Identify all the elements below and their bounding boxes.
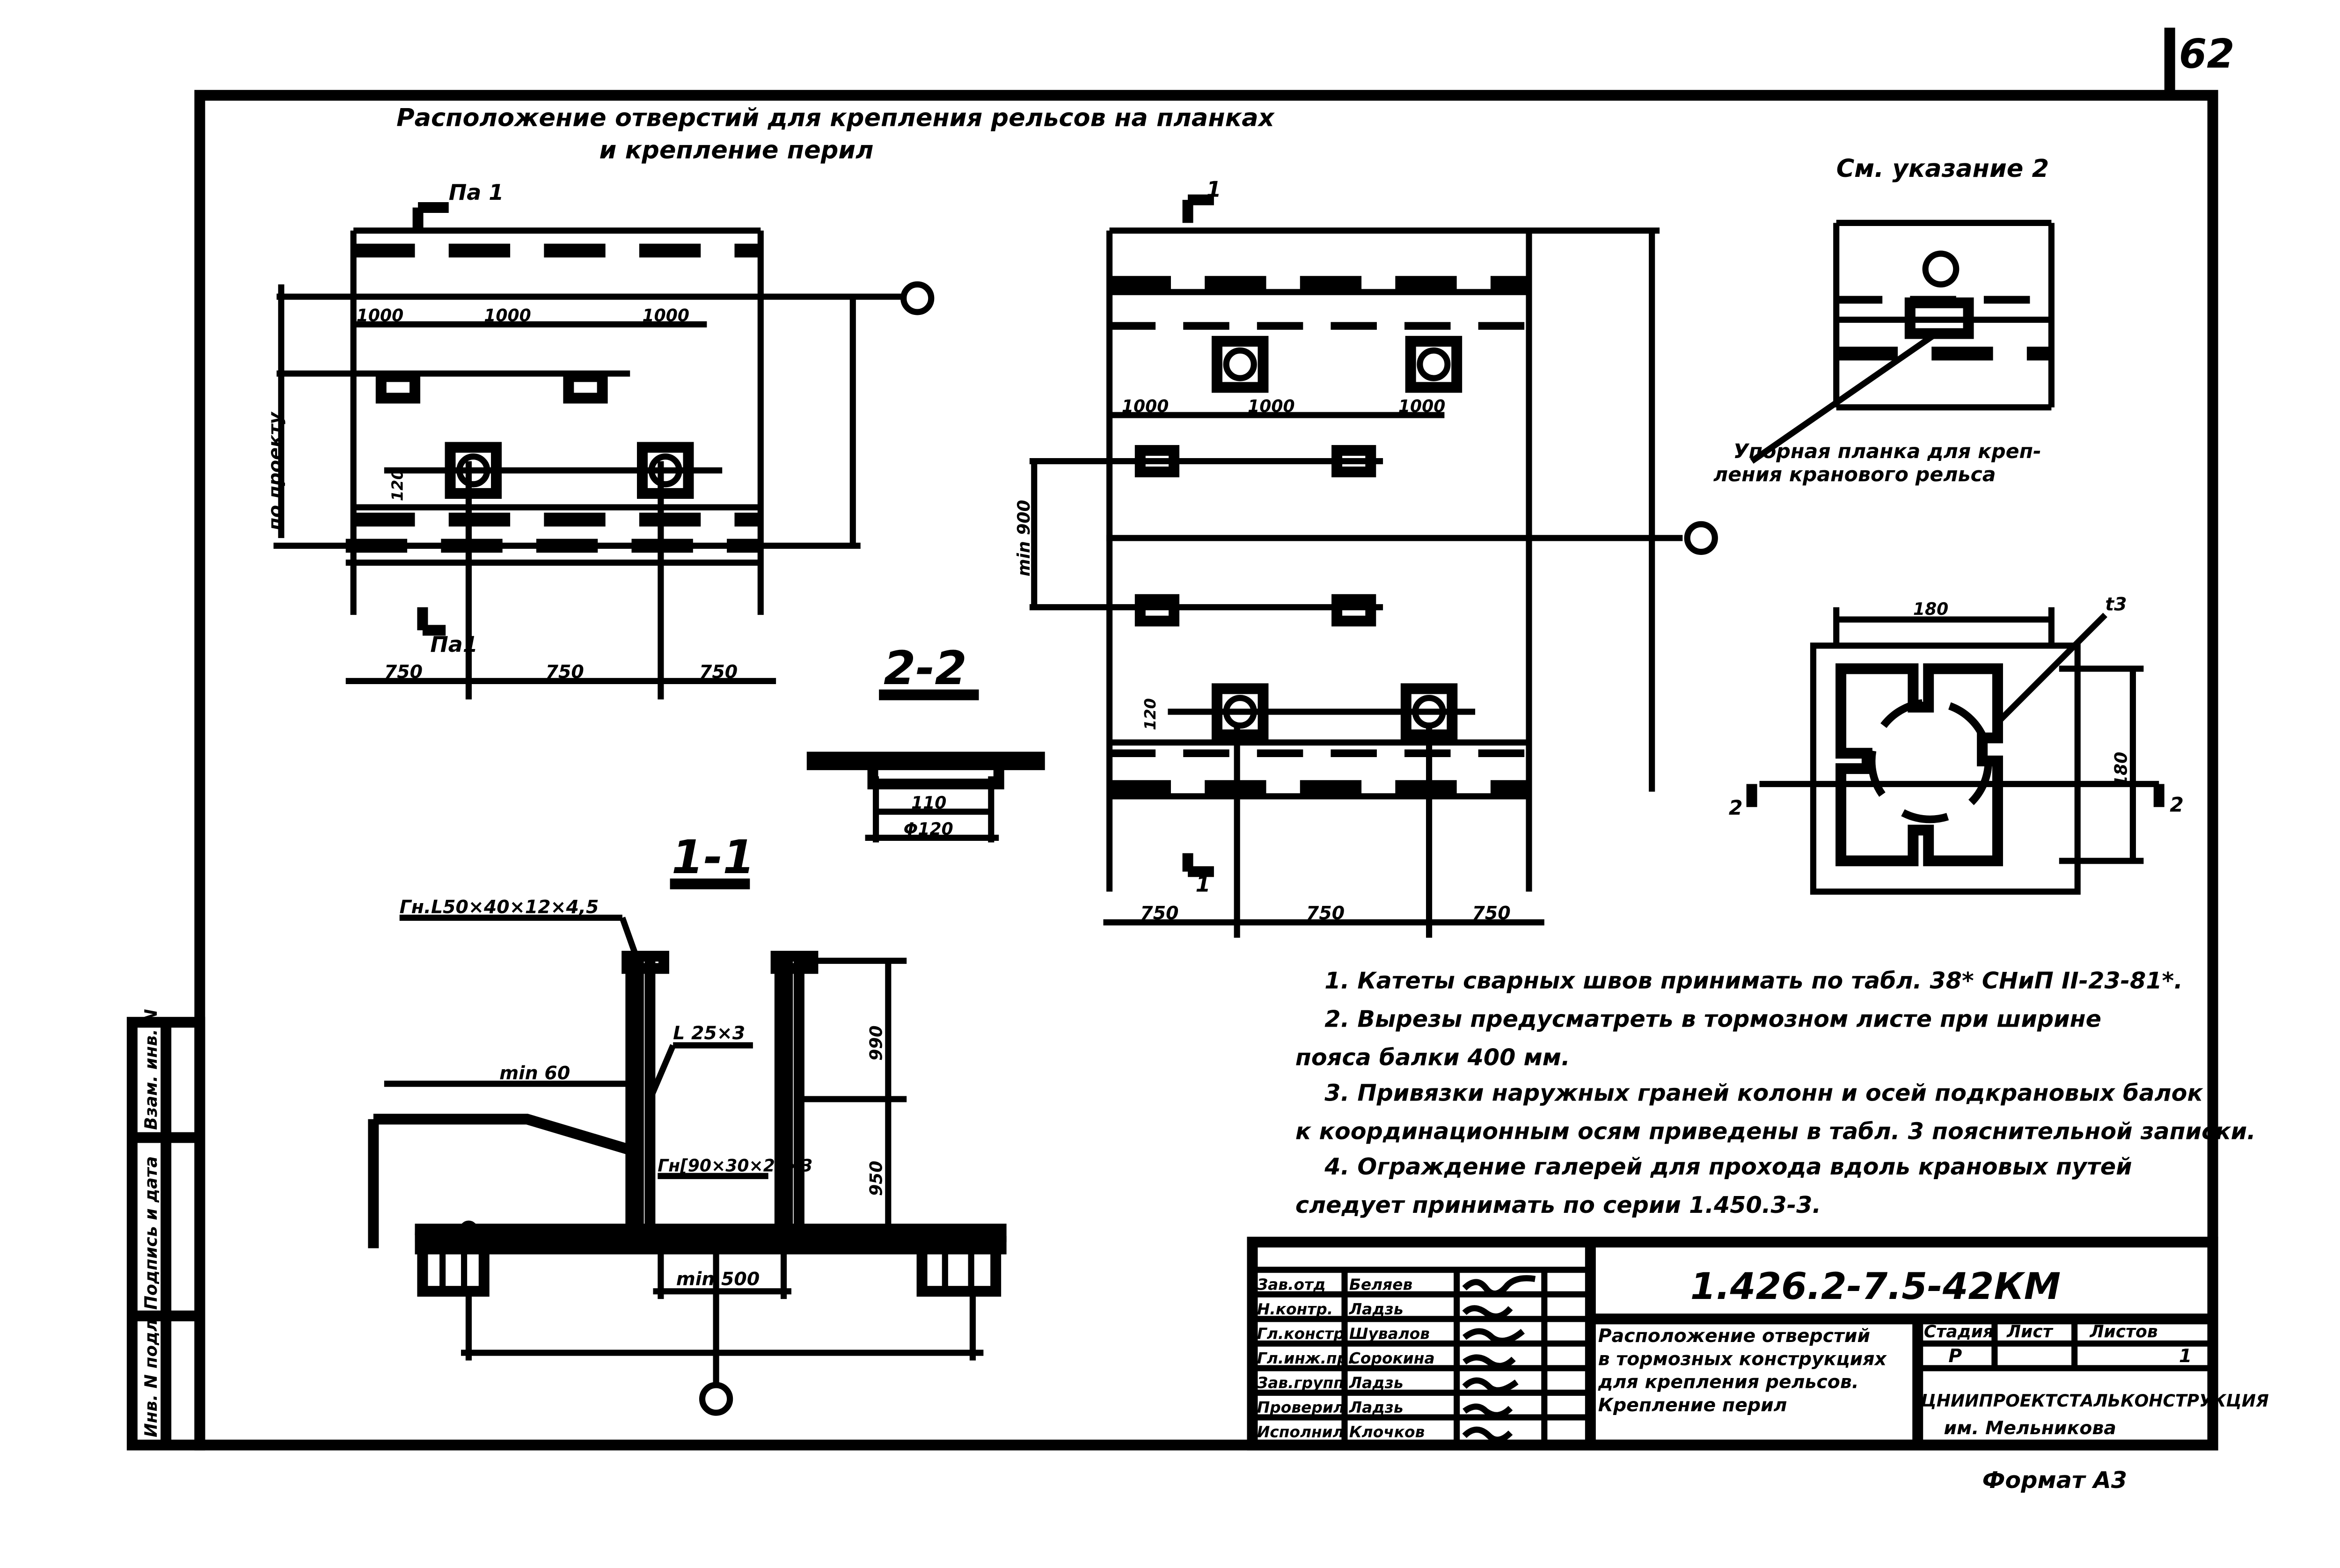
org-subname: им. Мельникова: [1944, 1417, 2116, 1439]
signatures: [1462, 1275, 1536, 1443]
stage-value: Р: [1948, 1345, 1962, 1367]
label-angle-l25: L 25×3: [673, 1022, 745, 1044]
axis-bubble: [900, 281, 935, 315]
role-4: Зав.групп: [1257, 1374, 1344, 1392]
view-title-line2: и крепление перил: [600, 136, 874, 164]
name-6: Клочков: [1349, 1423, 1425, 1441]
rail-clip: [1134, 594, 1180, 627]
detail-rail-stop: См. указание 2 Упорная планка для креп- …: [1713, 154, 2055, 486]
dim-1000-e: 1000: [1248, 396, 1294, 416]
hole-plate: [1211, 335, 1269, 393]
axis-bubble: [1684, 521, 1718, 555]
section-mark-2-left: 2: [1729, 796, 1743, 820]
sheet-number: 62: [2179, 31, 2235, 78]
role-2: Гл.констр: [1257, 1325, 1345, 1342]
section-mark-2-right: 2: [2170, 794, 2184, 817]
note-2: 2. Вырезы предусматреть в тормозном лист…: [1324, 1006, 2101, 1033]
dim-990: 990: [866, 1025, 886, 1060]
dim-750-a: 750: [384, 661, 423, 683]
callout-line1: Упорная планка для креп-: [1733, 440, 2041, 463]
format-label: Формат А3: [1982, 1466, 2127, 1494]
dim-min900: min 900: [1014, 500, 1034, 576]
dim-120-center: 120: [1141, 698, 1159, 730]
see-note-2: См. указание 2: [1836, 154, 2049, 183]
name-1: Ладзь: [1349, 1300, 1404, 1318]
note-3: 3. Привязки наружных граней колонн и осе…: [1324, 1079, 2203, 1106]
note-3-cont: к координационным осям приведены в табл.…: [1295, 1117, 2256, 1145]
axis-bubble: [699, 1382, 733, 1416]
name-0: Беляев: [1349, 1276, 1412, 1293]
role-1: Н.контр.: [1257, 1300, 1333, 1318]
section-1-1-label: 1-1: [672, 831, 755, 884]
dim-180-top: 180: [1913, 599, 1948, 619]
dim-750-e: 750: [1306, 903, 1345, 924]
dim-120-left: 120: [388, 469, 406, 501]
detail-plate-cutout: 180 t3 180 2 2: [1729, 593, 2184, 895]
description-line1: Расположение отверстий: [1598, 1325, 1870, 1347]
section-mark-1-top: 1: [1206, 177, 1221, 202]
role-5: Проверил: [1257, 1399, 1345, 1416]
section-2-2: 2-2 110 Φ120: [806, 642, 1045, 843]
label-profile-angle: Гн.L50×40×12×4,5: [400, 896, 599, 918]
note-1: 1. Катеты сварных швов принимать по табл…: [1324, 967, 2183, 994]
description-line4: Крепление перил: [1598, 1394, 1787, 1416]
dim-750-b: 750: [546, 661, 584, 683]
stage-header: Стадия: [1924, 1321, 1994, 1342]
name-4: Ладзь: [1349, 1374, 1404, 1392]
dim-1000-f: 1000: [1398, 396, 1445, 416]
title-block: Зав.отд Беляев Н.контр. Ладзь Гл.констр …: [1247, 1237, 2269, 1451]
side-stamp-zam: Взам. инв. N: [141, 1009, 161, 1130]
plan-view-center: 1 1000 1000 1000 min 900 120: [1014, 177, 1718, 938]
dim-1000-b: 1000: [484, 306, 531, 326]
role-3: Гл.инж.пр.: [1257, 1349, 1354, 1367]
section-mark-pa1-top: Па 1: [449, 180, 504, 205]
description-line2: в тормозных конструкциях: [1598, 1348, 1887, 1370]
doc-code: 1.426.2-7.5-42КМ: [1690, 1265, 2061, 1308]
label-min60: min 60: [499, 1062, 570, 1084]
rail-clip: [1331, 594, 1376, 627]
side-stamp-sign: Подпись и дата: [141, 1156, 161, 1310]
rail-clip: [1331, 445, 1376, 478]
rail-clip: [375, 371, 421, 404]
notes: 1. Катеты сварных швов принимать по табл…: [1295, 967, 2256, 1218]
view-title-line1: Расположение отверстий для крепления рел…: [396, 103, 1275, 132]
name-5: Ладзь: [1349, 1399, 1404, 1416]
sheet-header: Лист: [2006, 1321, 2054, 1342]
dim-1000-d: 1000: [1122, 396, 1169, 416]
role-6: Исполнил: [1257, 1423, 1344, 1441]
section-mark-1-bottom: 1: [1196, 871, 1211, 897]
dim-po-proektu: по проекту: [264, 411, 286, 531]
sheets-value: 1: [2179, 1345, 2192, 1367]
rail-clip: [563, 371, 608, 404]
dim-750-c: 750: [699, 661, 738, 683]
dim-750-d: 750: [1140, 903, 1178, 924]
note-4-cont: следует принимать по серии 1.450.3-3.: [1295, 1191, 1821, 1218]
section-2-2-label: 2-2: [884, 642, 967, 695]
side-stamp-inv: Инв. N подл.: [141, 1313, 161, 1437]
org-name: ЦНИИПРОЕКТСТАЛЬКОНСТРУКЦИЯ: [1921, 1391, 2269, 1411]
side-stamp: Инв. N подл. Подпись и дата Взам. инв. N: [126, 1009, 205, 1451]
name-2: Шувалов: [1349, 1325, 1430, 1342]
note-2-cont: пояса балки 400 мм.: [1295, 1044, 1570, 1071]
note-4: 4. Ограждение галерей для прохода вдоль …: [1324, 1153, 2132, 1180]
dim-phi120: Φ120: [904, 819, 953, 839]
dim-1000-c: 1000: [642, 306, 689, 326]
sheet-frame: [194, 90, 2218, 1451]
plan-view-left: Па 1 по проекту 1000 1000 1000 120 Па1: [264, 180, 935, 700]
name-3: Сорокина: [1349, 1349, 1435, 1367]
sheets-header: Листов: [2089, 1321, 2157, 1342]
callout-line2: ления кранового рельса: [1713, 463, 1996, 486]
label-profile-channel: Гн[90×30×25×3: [658, 1155, 812, 1175]
label-t3: t3: [2105, 593, 2127, 615]
rail-clip: [1134, 445, 1180, 478]
section-1-1: 1-1 Гн.L50×40×12×4,5 L 25×3 990 950 min …: [368, 831, 1007, 1416]
description-line3: для крепления рельсов.: [1598, 1371, 1859, 1393]
role-0: Зав.отд: [1257, 1276, 1326, 1293]
dim-1000-a: 1000: [357, 306, 403, 326]
dim-750-f: 750: [1472, 903, 1511, 924]
hole-plate: [1405, 335, 1462, 393]
dim-110: 110: [911, 793, 946, 813]
dim-950: 950: [866, 1161, 886, 1196]
